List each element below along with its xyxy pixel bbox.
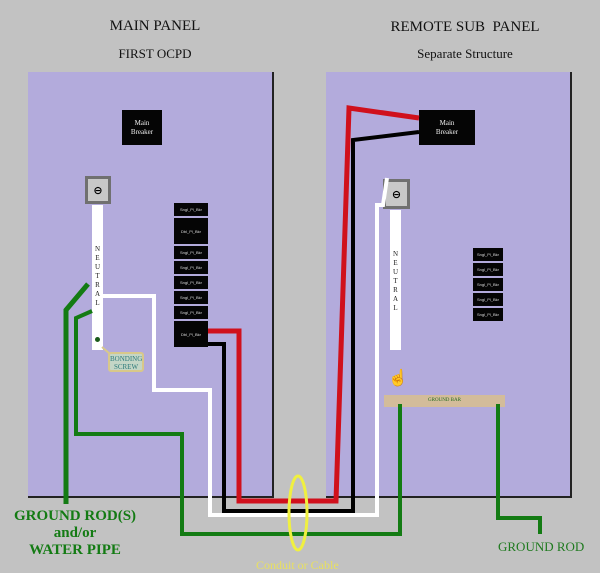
neutral-letter: T xyxy=(95,272,100,280)
remote-panel-subtitle: Separate Structure xyxy=(417,46,513,61)
hot-wire-red xyxy=(208,105,420,504)
single-pole-breaker[interactable]: Sngl_Pl_Bkr xyxy=(472,277,504,292)
single-pole-breaker[interactable]: Sngl_Pl_Bkr xyxy=(472,262,504,277)
remote-panel-main-breaker[interactable]: Main Breaker xyxy=(419,110,475,145)
single-pole-breaker[interactable]: Sngl_Pl_Bkr xyxy=(472,247,504,262)
single-pole-breaker[interactable]: Sngl_Pl_Bkr xyxy=(472,307,504,322)
single-pole-breaker[interactable]: Sngl_Pl_Bkr xyxy=(173,290,209,305)
ground-rods-line3: WATER PIPE xyxy=(29,542,121,558)
single-pole-breaker[interactable]: Sngl_Pl_Bkr xyxy=(173,305,209,320)
neutral-letter: E xyxy=(393,259,398,267)
terminal-lug-icon: ⊖ xyxy=(85,176,111,204)
neutral-letter: E xyxy=(95,254,100,262)
main-breaker-label: Main Breaker xyxy=(435,118,459,136)
neutral-letter: U xyxy=(392,268,399,276)
neutral-letter: A xyxy=(392,295,399,303)
conduit-ellipse xyxy=(287,474,309,552)
neutral-letter: L xyxy=(393,304,398,312)
ground-wire-outer xyxy=(63,282,90,504)
ground-rods-label: GROUND ROD(S) and/or WATER PIPE xyxy=(5,508,145,559)
ground-rods-line1: GROUND ROD(S) xyxy=(13,508,137,524)
neutral-letter: U xyxy=(94,263,101,271)
single-pole-breaker[interactable]: Sngl_Pl_Bkr xyxy=(173,275,209,290)
neutral-letter: T xyxy=(393,277,398,285)
bonding-screw-label: BONDING SCREW xyxy=(108,352,144,372)
single-pole-breaker[interactable]: Sngl_Pl_Bkr xyxy=(173,245,209,260)
single-pole-breaker[interactable]: Sngl_Pl_Bkr xyxy=(173,202,209,217)
ground-bar: GROUND BAR xyxy=(384,395,505,407)
main-panel-title: MAIN PANEL xyxy=(109,18,201,34)
neutral-letter: A xyxy=(94,290,101,298)
main-breaker-label: Main Breaker xyxy=(130,118,154,136)
remote-ground-rod-label: GROUND ROD xyxy=(498,539,585,554)
neutral-letter: R xyxy=(393,286,398,294)
ground-wire-inner xyxy=(74,309,402,536)
single-pole-breaker[interactable]: Sngl_Pl_Bkr xyxy=(472,292,504,307)
remote-ground-wire xyxy=(496,404,542,534)
neutral-letter: N xyxy=(392,250,399,258)
ground-rods-line2: and/or xyxy=(53,525,97,541)
remote-panel-title: REMOTE SUB PANEL xyxy=(390,19,540,35)
double-pole-breaker[interactable]: Dbl_Pl_Bkr xyxy=(173,320,209,348)
single-pole-breaker[interactable]: Sngl_Pl_Bkr xyxy=(173,260,209,275)
bonding-leader xyxy=(101,346,111,355)
neutral-letter: L xyxy=(95,299,100,307)
hand-cursor-icon: ☝ xyxy=(388,370,408,387)
conduit-label: Conduit or Cable xyxy=(256,558,339,572)
neutral-letter: N xyxy=(94,245,101,253)
main-panel-main-breaker[interactable]: Main Breaker xyxy=(122,110,162,145)
double-pole-breaker[interactable]: Dbl_Pl_Bkr xyxy=(173,217,209,245)
neutral-wire xyxy=(103,177,389,517)
neutral-letter: R xyxy=(95,281,100,289)
bonding-screw-icon xyxy=(95,337,100,342)
main-panel-subtitle: FIRST OCPD xyxy=(118,46,192,61)
